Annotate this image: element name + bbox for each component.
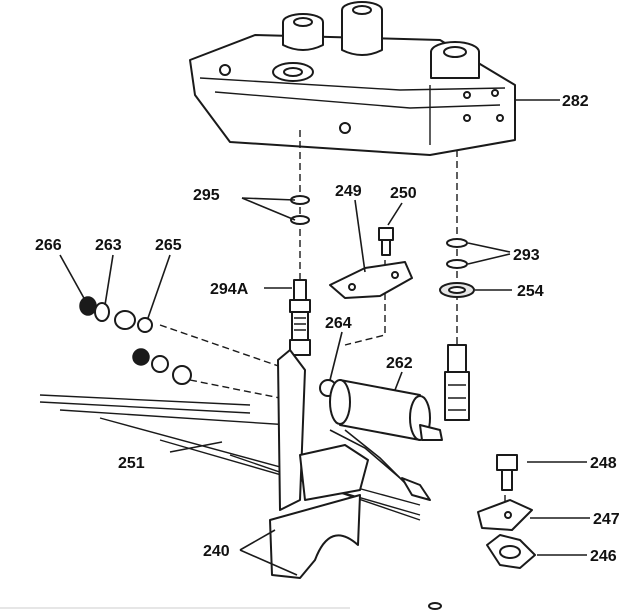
label-293: 293 xyxy=(513,247,540,264)
valve-right xyxy=(444,344,470,421)
bolt-248 xyxy=(496,454,518,491)
wire-connector xyxy=(329,429,431,501)
label-266: 266 xyxy=(35,237,62,254)
washer-254 xyxy=(439,282,475,298)
label-263: 263 xyxy=(95,237,122,254)
clip-246 xyxy=(486,534,536,569)
o-rings-295 xyxy=(290,195,310,225)
label-282: 282 xyxy=(562,93,589,110)
part-labels: 282 295 249 250 293 254 266 263 265 294A… xyxy=(35,93,620,565)
label-294A: 294A xyxy=(210,281,249,298)
solenoid-262 xyxy=(329,379,443,441)
valve-294A xyxy=(289,279,311,356)
label-249: 249 xyxy=(335,183,362,200)
label-251: 251 xyxy=(118,455,145,472)
label-240: 240 xyxy=(203,543,230,560)
plate-247 xyxy=(477,499,533,531)
label-254: 254 xyxy=(517,283,544,300)
o-rings-293 xyxy=(446,238,468,269)
bracket-plate-249 xyxy=(329,261,413,299)
label-247: 247 xyxy=(593,511,620,528)
label-250: 250 xyxy=(390,185,417,202)
bottom-strip xyxy=(0,602,442,610)
label-264: 264 xyxy=(325,315,352,332)
mounting-bracket-240 xyxy=(269,349,369,579)
label-246: 246 xyxy=(590,548,617,565)
bolt-250 xyxy=(378,227,394,256)
washers-266-263-265 xyxy=(79,296,192,385)
label-248: 248 xyxy=(590,455,617,472)
label-295: 295 xyxy=(193,187,220,204)
leader-lines xyxy=(59,99,590,576)
label-265: 265 xyxy=(155,237,182,254)
cover-housing xyxy=(189,1,516,156)
label-262: 262 xyxy=(386,355,413,372)
